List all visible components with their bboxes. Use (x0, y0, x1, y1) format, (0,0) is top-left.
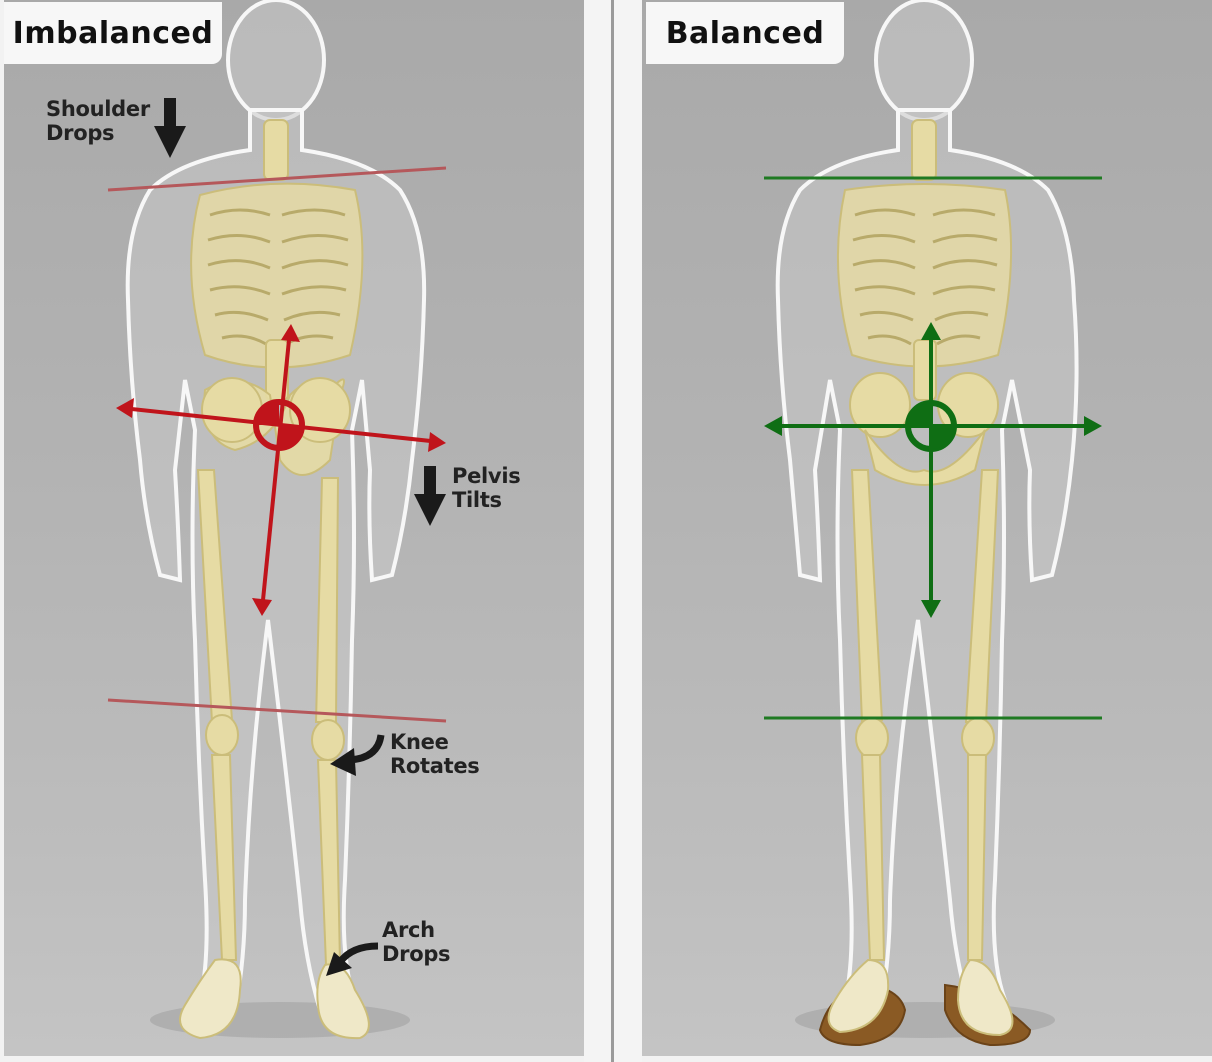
center-of-gravity-crosshair (116, 324, 446, 616)
imbalanced-title: Imbalanced (4, 2, 222, 64)
center-of-gravity-crosshair (764, 322, 1102, 618)
balanced-panel (642, 0, 1212, 1056)
skeleton (179, 119, 370, 1040)
knee-reference-line (107, 698, 447, 723)
pelvis-tilts-arrow-icon (414, 466, 446, 526)
balanced-title: Balanced (646, 2, 844, 64)
skeleton (818, 119, 1032, 1047)
shoulder-drops-label: Shoulder Drops (46, 97, 150, 145)
knee-label-line1: Knee (390, 730, 449, 754)
arch-label-line1: Arch (382, 918, 435, 942)
shoulder-label-line2: Drops (46, 121, 115, 145)
shoulder-label-line1: Shoulder (46, 97, 150, 121)
imbalanced-panel: Shoulder Drops Pelvis Tilts Knee Rotates… (4, 0, 584, 1056)
arch-label-line2: Drops (382, 942, 451, 966)
imbalanced-body-illustration (107, 0, 447, 1040)
divider-line (611, 0, 614, 1062)
pelvis-tilts-label: Pelvis Tilts (452, 464, 521, 512)
shoulder-drops-arrow-icon (154, 98, 186, 158)
knee-rotates-label: Knee Rotates (390, 730, 480, 778)
pelvis-label-line1: Pelvis (452, 464, 521, 488)
shoulder-reference-line (107, 166, 447, 192)
balanced-body-illustration (764, 0, 1102, 1047)
arch-drops-arrow-icon (326, 942, 379, 976)
knee-label-line2: Rotates (390, 754, 480, 778)
arch-drops-label: Arch Drops (382, 918, 451, 966)
pelvis-label-line2: Tilts (452, 488, 502, 512)
knee-rotates-arrow-icon (330, 734, 385, 776)
